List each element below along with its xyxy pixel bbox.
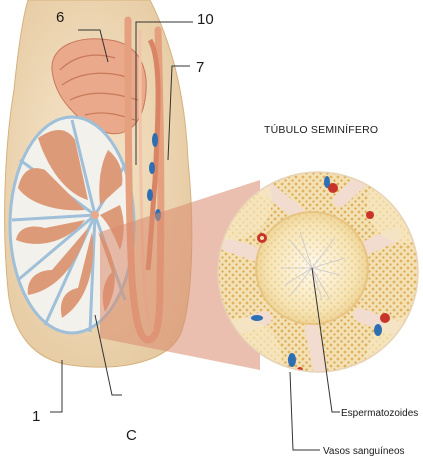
callout-blood-vessels: Vasos sanguíneos [323, 446, 405, 457]
callout-spermatozoa: Espermatozoides [341, 408, 418, 419]
label-6: 6 [56, 9, 64, 26]
label-1: 1 [32, 408, 40, 425]
section-title: TÚBULO SEMINÍFERO [264, 123, 378, 136]
label-10: 10 [197, 11, 214, 28]
label-7: 7 [196, 59, 204, 76]
label-c: C [126, 427, 137, 444]
